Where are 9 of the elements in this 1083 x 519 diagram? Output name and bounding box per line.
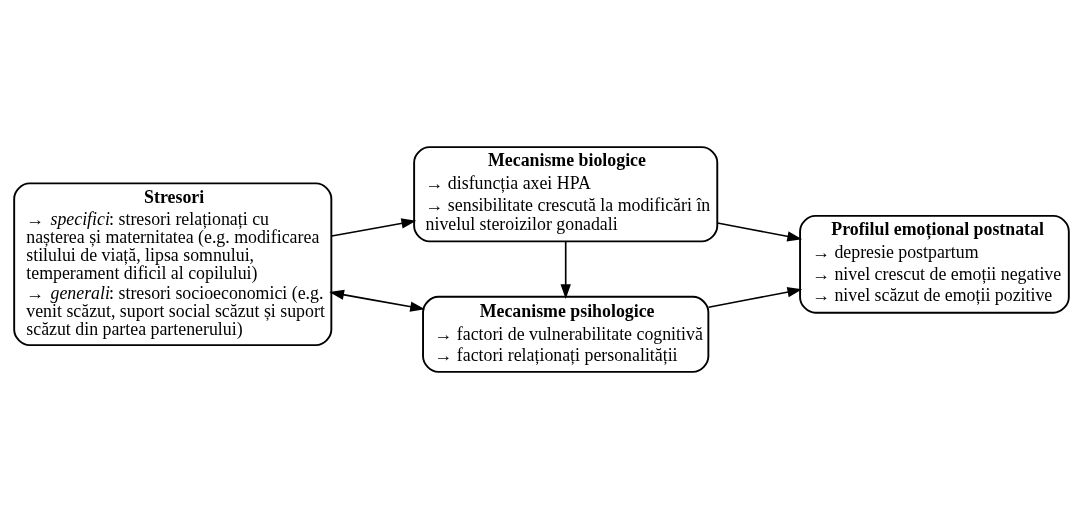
arrow: [716, 222, 803, 242]
arrow: [329, 289, 426, 312]
arrow: [707, 287, 803, 309]
node-box: Mecanisme biologice → disfuncția axei HPA → sensibilitate crescută la modificări în nivelul steroizilor gonadali: [413, 146, 719, 243]
node-box: Mecanisme psihologice → factori de vulnerabilitate cognitivă → factori relaționați personalității: [422, 295, 710, 373]
arrow: [330, 218, 417, 237]
arrow: [560, 240, 571, 300]
node-box: Stresori → specifici: stresori relaționați cu nașterea și maternitatea (e.g. modificarea stilului de viață, lipsa somnului, temperament dificil al copilului) → generali: stresori socioeconomici (e.g. venit scăzut, suport social scăzut și suport scăzut din partea partenerului): [13, 182, 333, 347]
node-box: Profilul emoțional postnatal → depresie postpartum → nivel crescut de emoții negative → nivel scăzut de emoții pozitive: [799, 214, 1070, 314]
